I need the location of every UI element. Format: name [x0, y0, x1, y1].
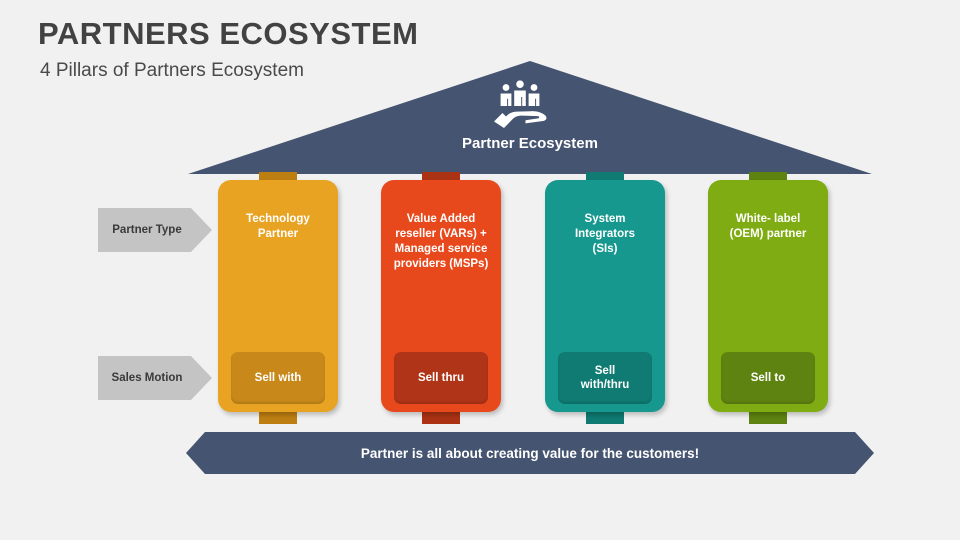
pillar-title-line: (SIs): [592, 243, 618, 255]
pillar-motion-line: Sell with: [254, 372, 302, 384]
pillar-title: Value Added reseller (VARs) + Managed se…: [387, 212, 495, 272]
pillar-technology-partner[interactable]: Technology Partner Sell with: [218, 172, 338, 424]
pillar-card[interactable]: System Integrators (SIs) Sell with/thru: [545, 180, 665, 412]
pillar-title: Technology Partner: [224, 212, 332, 242]
pillar-title-line: System: [584, 213, 626, 225]
page-subtitle: 4 Pillars of Partners Ecosystem: [40, 60, 304, 81]
pillar-title: White- label (OEM) partner: [714, 212, 822, 242]
pillar-sales-motion[interactable]: Sell with: [231, 352, 325, 404]
banner-double-arrow: [186, 432, 874, 474]
roof-pediment: Partner Ecosystem: [188, 61, 872, 174]
pillar-card[interactable]: Technology Partner Sell with: [218, 180, 338, 412]
pillar-sales-motion[interactable]: Sell thru: [394, 352, 488, 404]
row-label-sales-motion: Sales Motion: [98, 356, 212, 400]
pillar-sales-motion[interactable]: Sell with/thru: [558, 352, 652, 404]
pillar-title: System Integrators (SIs): [551, 212, 659, 257]
pillar-title-line: White- label: [735, 213, 801, 225]
pillar-motion-line: with/thru: [580, 379, 630, 391]
pillar-title-line: (OEM) partner: [729, 228, 807, 240]
pillar-white-label-oem[interactable]: White- label (OEM) partner Sell to: [708, 172, 828, 424]
row-label-partner-type: Partner Type: [98, 208, 212, 252]
pillar-title-line: Technology: [246, 213, 310, 225]
bottom-banner: Partner is all about creating value for …: [186, 432, 874, 474]
pillar-sales-motion[interactable]: Sell to: [721, 352, 815, 404]
roof-label: Partner Ecosystem: [462, 135, 598, 152]
pillar-title-line: providers (MSPs): [393, 258, 489, 270]
pillar-motion-line: Sell: [594, 365, 616, 377]
pillar-title-line: Integrators: [574, 228, 636, 240]
people-in-hand-icon: [491, 80, 549, 130]
pillar-card[interactable]: White- label (OEM) partner Sell to: [708, 180, 828, 412]
pillar-title-line: reseller (VARs) +: [395, 228, 487, 240]
pillar-title-line: Value Added: [406, 213, 476, 225]
pillar-card[interactable]: Value Added reseller (VARs) + Managed se…: [381, 180, 501, 412]
pillar-title-line: Managed service: [394, 243, 488, 255]
pillar-system-integrators[interactable]: System Integrators (SIs) Sell with/thru: [545, 172, 665, 424]
row-label-partner-type-text: Partner Type: [112, 224, 182, 236]
banner-text: Partner is all about creating value for …: [360, 445, 700, 461]
pillar-title-line: Partner: [257, 228, 299, 240]
roof-triangle: [188, 61, 872, 174]
pillar-motion-line: Sell to: [750, 372, 786, 384]
pillar-value-added-reseller[interactable]: Value Added reseller (VARs) + Managed se…: [381, 172, 501, 424]
page-title: PARTNERS ECOSYSTEM: [38, 16, 419, 51]
pillar-motion-line: Sell thru: [417, 372, 464, 384]
row-label-sales-motion-text: Sales Motion: [111, 372, 183, 384]
